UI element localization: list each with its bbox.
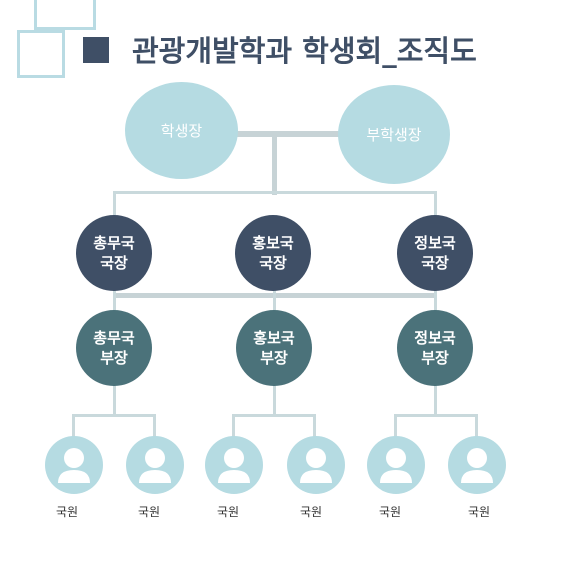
- member-avatar: [126, 436, 184, 494]
- node-president-label: 학생장: [160, 122, 203, 140]
- connector-member-bar-3: [394, 414, 478, 417]
- person-icon: [58, 448, 90, 483]
- connector-member-stem-2: [273, 384, 276, 416]
- member-label: 국원: [467, 505, 491, 519]
- node-label-line1: 홍보국: [252, 234, 294, 252]
- person-icon: [218, 448, 250, 483]
- connector-member-drop: [72, 414, 75, 438]
- connector-deputy-2: [273, 288, 276, 316]
- connector-member-drop: [313, 414, 316, 438]
- connector-member-drop: [153, 414, 156, 438]
- connector-member-drop: [232, 414, 235, 438]
- person-icon: [380, 448, 412, 483]
- member-label: 국원: [299, 505, 323, 519]
- node-label-line1: 정보국: [414, 329, 456, 347]
- node-label-line1: 정보국: [414, 234, 456, 252]
- node-label-line1: 총무국: [93, 234, 135, 252]
- connector-deputy-3: [434, 288, 437, 316]
- member-label: 국원: [216, 505, 240, 519]
- person-icon: [461, 448, 493, 483]
- person-icon: [300, 448, 332, 483]
- connector-heads-bus: [114, 191, 436, 194]
- member-avatar: [287, 436, 345, 494]
- node-label-line1: 총무국: [93, 329, 135, 347]
- node-vice-president-label: 부학생장: [366, 126, 422, 144]
- member-label: 국원: [55, 505, 79, 519]
- connector-deputy-1: [113, 288, 116, 316]
- title-marker: [83, 37, 109, 63]
- node-label-line1: 홍보국: [253, 329, 295, 347]
- node-president: 학생장: [125, 82, 238, 179]
- connector-president-vice: [237, 131, 340, 137]
- node-label-line2: 국장: [259, 254, 287, 272]
- page-title: 관광개발학과 학생회_조직도: [132, 34, 477, 68]
- decor-square-outline: [17, 30, 65, 78]
- member-label: 국원: [137, 505, 161, 519]
- connector-trunk: [272, 133, 277, 195]
- member-avatar: [205, 436, 263, 494]
- connector-member-bar-2: [232, 414, 316, 417]
- node-label-line2: 부장: [100, 349, 128, 367]
- connector-head-1: [113, 191, 116, 221]
- connector-member-stem-3: [434, 384, 437, 416]
- member-avatar: [448, 436, 506, 494]
- node-label-line2: 부장: [260, 349, 288, 367]
- node-vice-president: 부학생장: [338, 85, 450, 184]
- member-avatar: [367, 436, 425, 494]
- person-icon: [139, 448, 171, 483]
- decor-square-outline: [34, 0, 96, 30]
- connector-member-drop: [475, 414, 478, 438]
- member-avatar: [45, 436, 103, 494]
- node-label-line2: 국장: [100, 254, 128, 272]
- connector-member-bar-1: [72, 414, 156, 417]
- node-label-line2: 국장: [421, 254, 449, 272]
- node-label-line2: 부장: [421, 349, 449, 367]
- connector-member-stem-1: [113, 384, 116, 416]
- connector-member-drop: [394, 414, 397, 438]
- connector-head-3: [434, 191, 437, 221]
- member-label: 국원: [378, 505, 402, 519]
